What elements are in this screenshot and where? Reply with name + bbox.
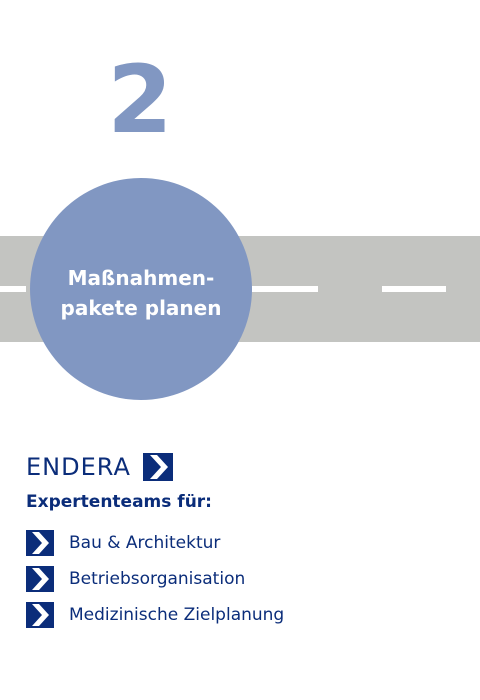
step-label: Maßnahmen- pakete planen: [61, 263, 222, 323]
chevron-right-icon: [142, 453, 173, 481]
brand-header: ENDERA: [26, 452, 173, 482]
road-dash: [252, 286, 318, 292]
chevron-right-icon: [26, 602, 54, 628]
services-title: Expertenteams für:: [26, 492, 212, 512]
chevron-right-icon: [26, 530, 54, 556]
step-number: 2: [107, 46, 173, 155]
list-item: Bau & Architektur: [26, 528, 284, 558]
step-circle: Maßnahmen- pakete planen: [30, 178, 252, 400]
road-dash: [382, 286, 446, 292]
chevron-right-icon: [26, 566, 54, 592]
list-item: Medizinische Zielplanung: [26, 600, 284, 630]
step-label-line-2: pakete planen: [60, 296, 222, 320]
step-label-line-1: Maßnahmen-: [67, 266, 215, 290]
list-item-label: Bau & Architektur: [69, 533, 221, 553]
list-item: Betriebsorganisation: [26, 564, 284, 594]
road-dash: [0, 286, 26, 292]
list-item-label: Betriebsorganisation: [69, 569, 246, 589]
services-list: Bau & Architektur Betriebsorganisation M…: [26, 528, 284, 636]
brand-name: ENDERA: [26, 453, 131, 481]
list-item-label: Medizinische Zielplanung: [69, 605, 285, 625]
